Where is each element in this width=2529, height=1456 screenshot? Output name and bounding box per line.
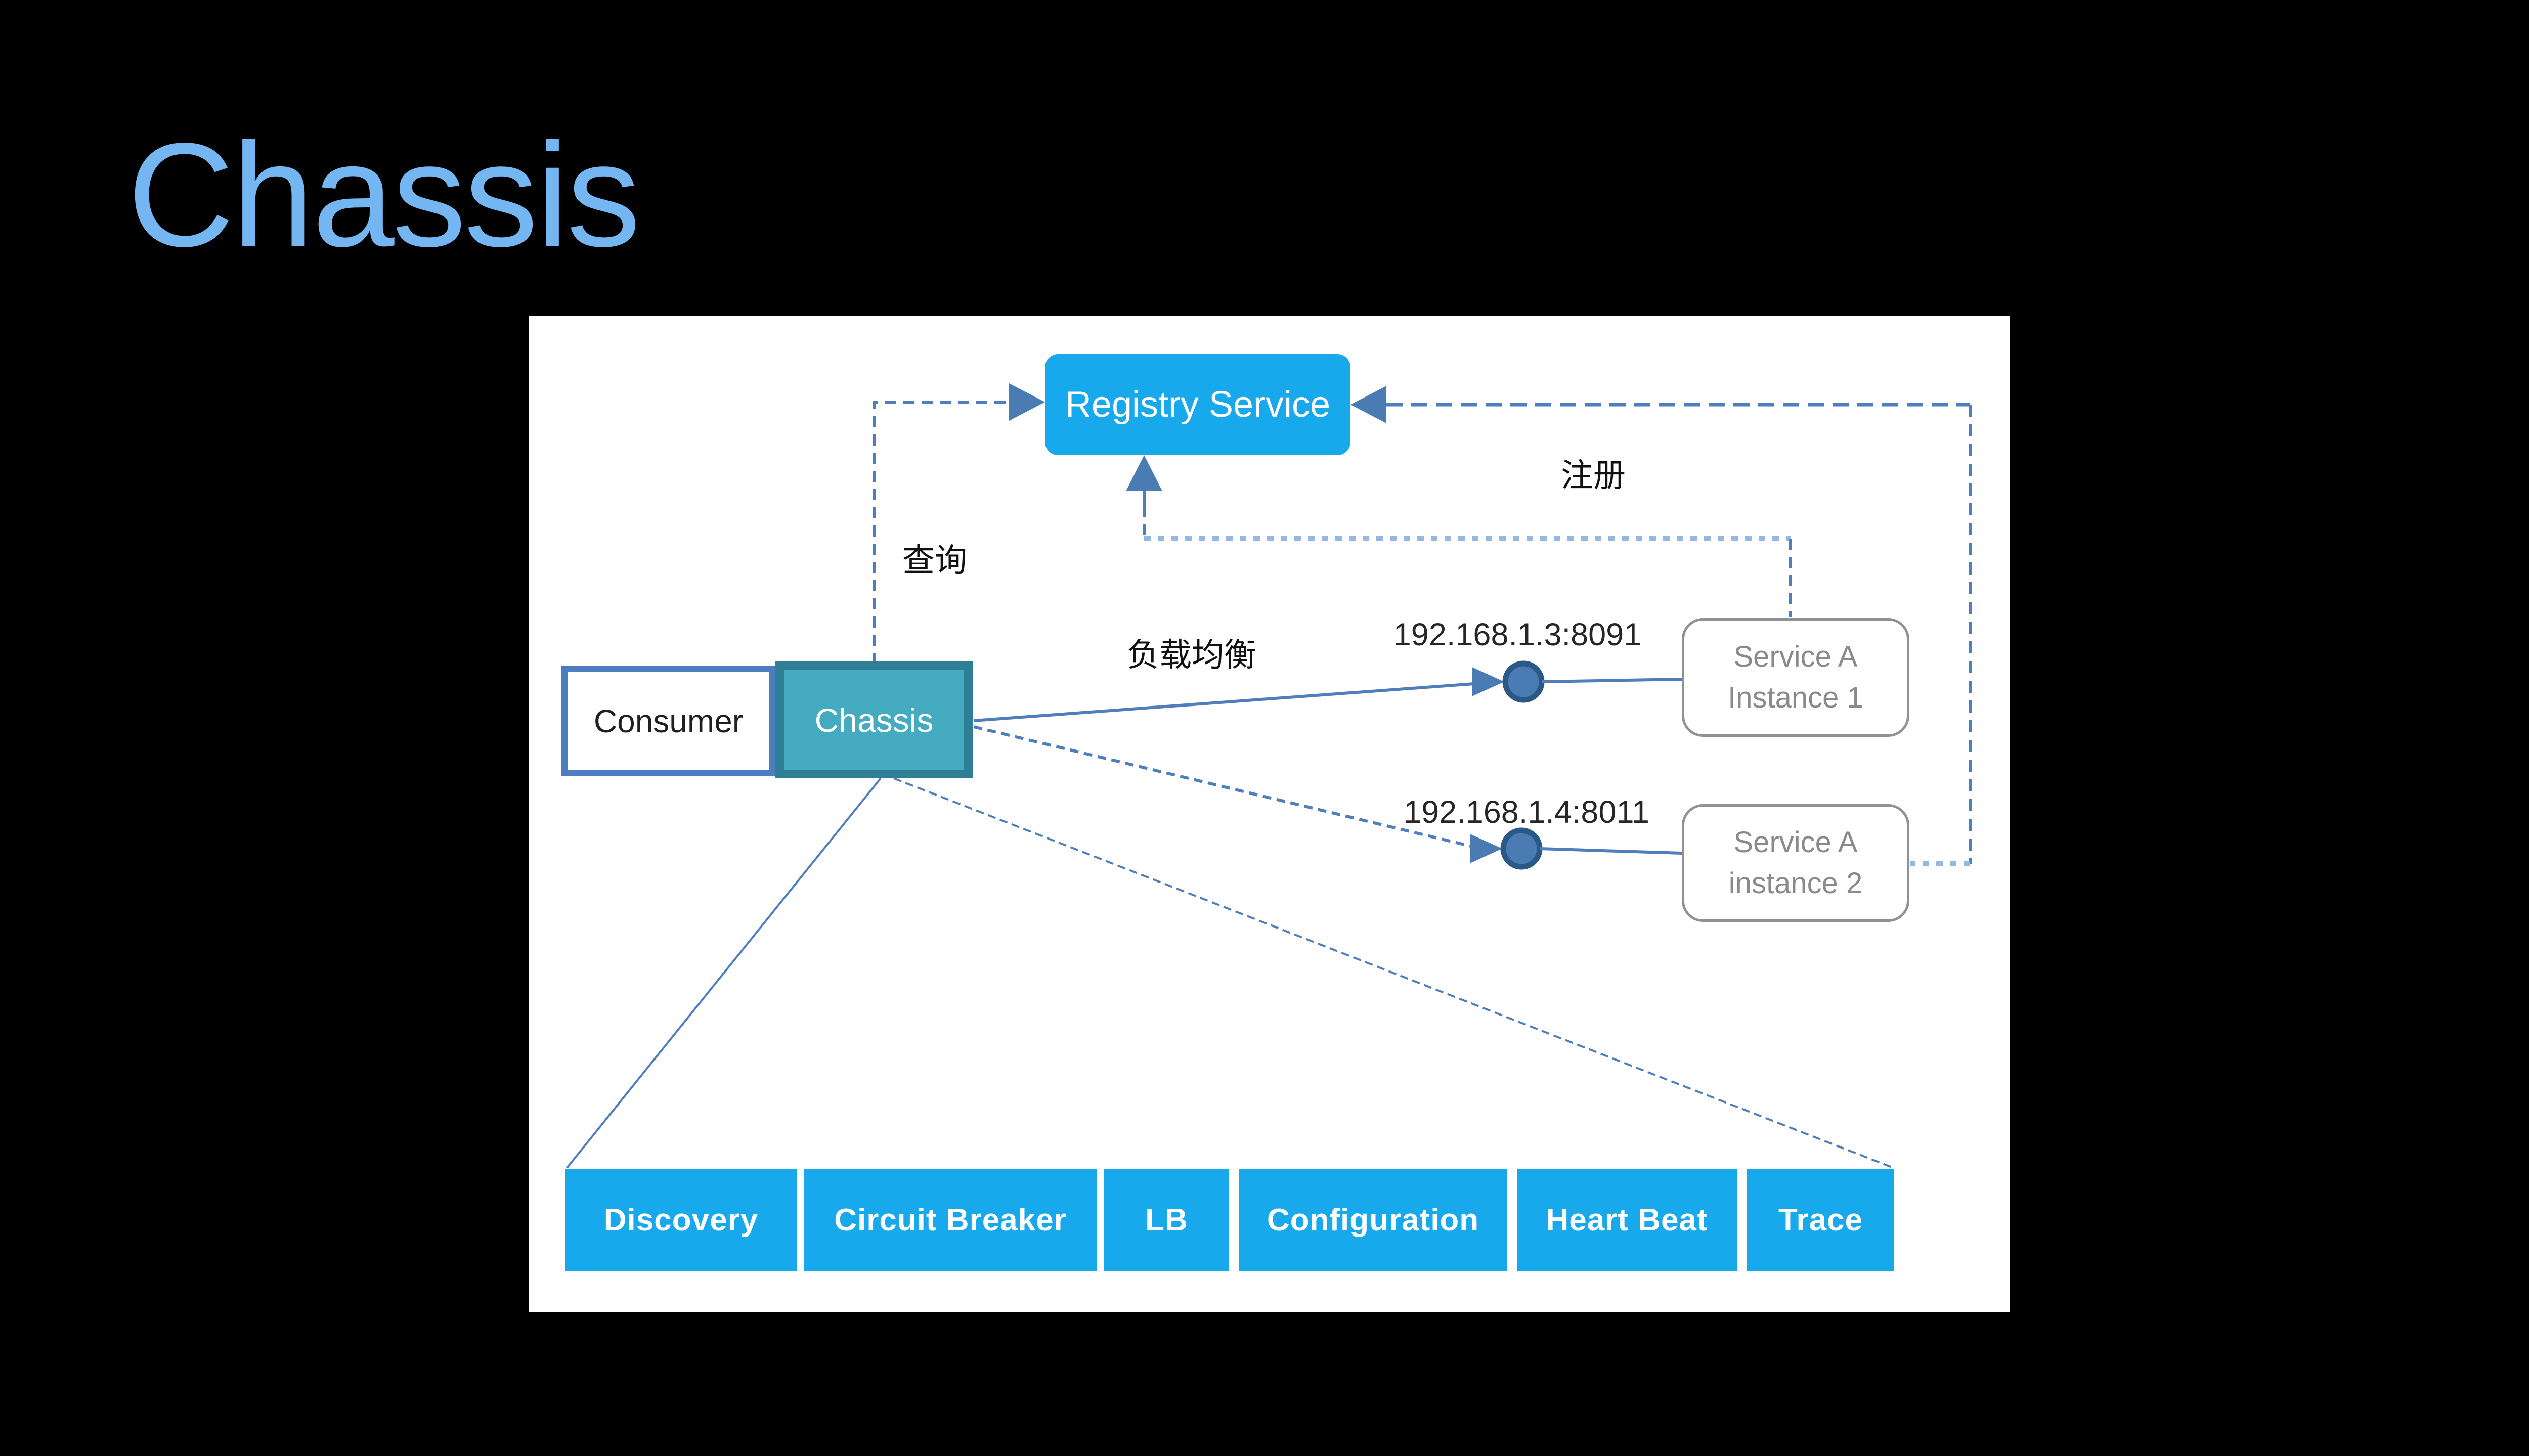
lb-line-instance2 bbox=[973, 725, 1682, 870]
register-path-instance1 bbox=[1126, 455, 1792, 617]
arrowhead-instance2 bbox=[1470, 834, 1502, 863]
service-a-instance1-box: Service A Instance 1 bbox=[1682, 618, 1909, 737]
service-a-instance1-label: Service A Instance 1 bbox=[1728, 640, 1863, 714]
lb-line-instance1 bbox=[973, 660, 1682, 722]
instance1-ip-label: 192.168.1.3:8091 bbox=[1393, 617, 1642, 652]
fan-line-left bbox=[566, 777, 882, 1169]
component-configuration: Configuration bbox=[1239, 1169, 1507, 1271]
load-balance-label: 负载均衡 bbox=[1127, 637, 1256, 673]
query-label: 查询 bbox=[902, 542, 967, 579]
register-label: 注册 bbox=[1561, 457, 1626, 494]
component-lb: LB bbox=[1104, 1169, 1229, 1271]
chassis-component-fan-lines bbox=[566, 777, 1894, 1169]
chassis-box: Chassis bbox=[775, 661, 973, 778]
endpoint-dot-instance2 bbox=[1500, 827, 1543, 870]
component-trace: Trace bbox=[1747, 1169, 1894, 1271]
page-title: Chassis bbox=[127, 112, 641, 277]
arrowhead-into-registry-right bbox=[1350, 386, 1386, 423]
service-a-instance2-label: Service A instance 2 bbox=[1728, 826, 1863, 900]
arrowhead-instance1 bbox=[1472, 667, 1504, 696]
connector-layer bbox=[566, 383, 1972, 1169]
service-a-instance2-box: Service A instance 2 bbox=[1682, 804, 1909, 922]
query-dashed-path bbox=[873, 383, 1045, 664]
diagram-canvas: Registry Service Consumer Chassis Servic… bbox=[529, 316, 2010, 1312]
instance2-ip-label: 192.168.1.4:8011 bbox=[1404, 795, 1649, 830]
component-discovery: Discovery bbox=[565, 1169, 797, 1271]
component-circuit-breaker: Circuit Breaker bbox=[804, 1169, 1097, 1271]
fan-line-right bbox=[893, 777, 1894, 1169]
consumer-box: Consumer bbox=[561, 666, 775, 776]
endpoint-dot-instance1 bbox=[1502, 660, 1545, 703]
registry-service-box: Registry Service bbox=[1045, 354, 1350, 455]
component-heart-beat: Heart Beat bbox=[1517, 1169, 1737, 1271]
arrowhead-into-registry-left bbox=[1009, 383, 1045, 421]
register-path-instance2 bbox=[1350, 386, 1972, 866]
arrowhead-into-registry-bottom bbox=[1126, 455, 1162, 491]
